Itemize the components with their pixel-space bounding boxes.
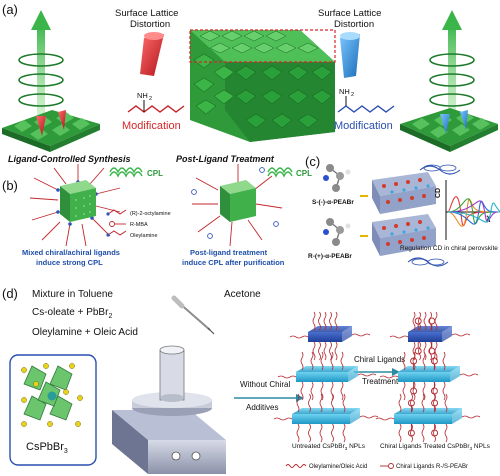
panel-d: (d) Mixture in Toluene Cs-oleate + PbBr2… [2,286,491,474]
panel-a: (a) Surface Lattice Distortion [2,2,498,152]
right-title-line1: Surface Lattice [318,8,381,19]
right-cpl-beam [429,10,475,136]
r-pea-label: R-(+)-α-PEABr [308,253,352,260]
left-title-line2: Distortion [130,19,170,30]
right-title-line2: Distortion [334,19,374,30]
s-pea-molecule [323,164,351,192]
blue-distortion-icon [340,32,360,78]
caption-left-line1: Mixed chiral/achiral ligands [22,248,120,257]
arrow1-line1: Without Chiral [240,380,290,389]
heading-ligand-controlled: Ligand-Controlled Synthesis [8,154,131,164]
left-amine-subscript: 2 [149,96,152,102]
red-distortion-icon [140,32,164,76]
legend-chiral-label: Chiral Ligands R-/S-PEABr [396,464,468,470]
npl-plate-3 [273,393,379,443]
untreated-npl-stack [273,311,379,443]
legend-oleylamine: Oleylamine [130,233,158,239]
panel-a-label: (a) [2,2,18,17]
panel-b: Ligand-Controlled Synthesis Post-Ligand … [2,154,312,267]
cd-curve-5 [447,200,499,223]
cd-curve-3 [447,198,499,225]
left-distortion-cone-2 [58,110,66,130]
arrow2-line1: Chiral Ligands [354,355,405,364]
arrow1-line2: Additives [246,403,278,412]
top-helix [419,164,461,175]
npl-plate-1 [289,311,371,361]
right-cpl-spring: CPL [267,167,312,178]
panel-c-label: (c) [305,154,320,169]
npl-plate-5 [379,351,479,401]
cd-y-label: CD [435,188,442,198]
cd-plot: CD λ [435,180,500,240]
acetone-label: Acetone [224,289,261,300]
arrow-without-chiral [234,394,304,402]
mixture-line1: Mixture in Toluene [32,289,113,300]
legend-oleyl-label: Oleylamine/Oleic Acid [309,464,367,470]
caption-right-line2: induce CPL after purification [182,258,285,267]
right-amine-molecule: NH 2 [337,87,395,113]
bottom-crystal [372,214,436,256]
left-title-line1: Surface Lattice [115,8,178,19]
treated-npl-stack [375,311,481,443]
panel-d-label: (d) [2,286,18,301]
crystal-structure-box: CsPbBr3 [9,354,97,466]
caption-right-line1: Post-ligand treatment [190,248,268,257]
s-pea-label: S-(-)-α-PEABr [312,199,354,206]
left-lattice-slab [2,110,100,152]
left-amine-molecule: NH 2 [127,91,185,113]
cd-curves [447,196,500,227]
left-nanocube [29,164,121,247]
cd-curve-4 [447,200,499,225]
cd-caption: Regulation CD in chiral perovskite [400,245,498,252]
npl-caption-left: Untreated CsPbBr3 NPLs [292,443,366,451]
stirring-apparatus [112,345,226,474]
right-amine-label: NH [339,87,350,96]
right-distortion-cone-2 [460,110,468,130]
right-cpl-label: CPL [296,169,312,178]
left-cpl-beam [18,10,64,136]
mixture-line2: Cs-oleate + PbBr2 [32,307,112,320]
npl-caption-right: Chiral Ligands Treated CsPbBr3 NPLs [380,443,491,451]
npl-legend: Oleylamine/Oleic Acid Chiral Ligands R-/… [285,463,468,470]
npl-plate-4 [389,311,471,361]
left-distortion-cone-1 [36,116,46,136]
arrow-chiral-treatment [354,368,400,376]
left-modification-label: Modification [122,120,181,132]
heading-post-ligand: Post-Ligand Treatment [176,154,275,164]
right-nanocube [191,164,283,247]
panel-c: (c) S-(-)-α-PEABr [305,154,500,267]
right-distortion-cone-1 [440,114,450,134]
right-lattice-slab [400,108,498,152]
arrow2-line2: Treatment [362,377,399,386]
r-pea-molecule [323,218,351,246]
pipette-icon [171,295,215,335]
legend-octylamine: (R)-2-octylamine [130,211,171,217]
bottom-helix [407,257,449,267]
left-cpl-label: CPL [147,169,163,178]
left-amine-label: NH [137,91,148,100]
crystal-formula: CsPbBr3 [26,441,68,455]
surface-highlight-box [189,29,336,63]
central-lattice [189,29,336,142]
top-crystal [372,172,436,214]
npl-plate-2 [277,351,377,401]
right-amine-subscript: 2 [351,92,354,98]
caption-left-line2: induce strong CPL [36,258,103,267]
right-modification-label: Modification [334,120,393,132]
left-cpl-spring: CPL [109,167,163,178]
ligand-legend: (R)-2-octylamine R-MBA Oleylamine [106,209,171,239]
legend-rmba: R-MBA [130,222,148,228]
npl-plate-6 [375,393,481,443]
mixture-line3: Oleylamine + Oleic Acid [32,327,138,338]
panel-b-label: (b) [2,178,18,193]
